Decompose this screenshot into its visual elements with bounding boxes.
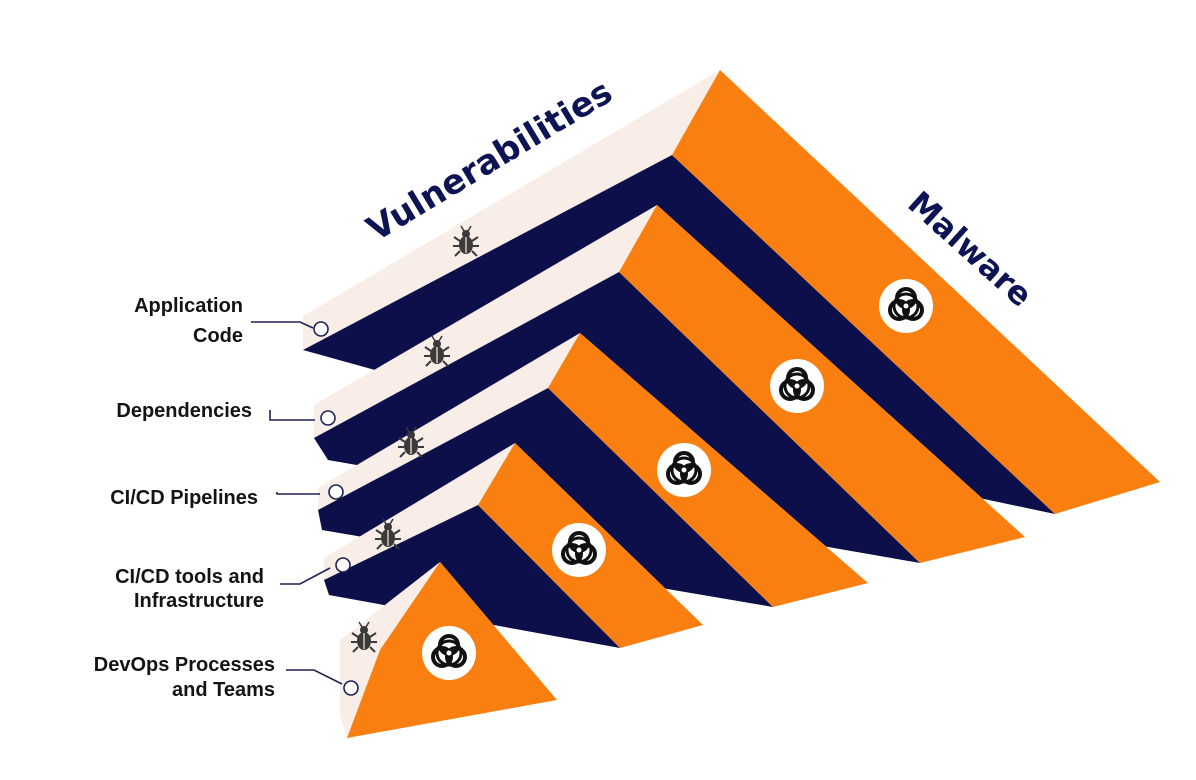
layer-label-3: CI/CD Pipelines bbox=[110, 484, 344, 509]
pyramid-layers bbox=[303, 70, 1160, 738]
biohazard-icon bbox=[877, 277, 935, 335]
layer-label-text: Infrastructure bbox=[134, 590, 264, 612]
layer-label-text: Dependencies bbox=[116, 400, 252, 422]
leader-line bbox=[251, 321, 314, 329]
layer-label-text: Application bbox=[134, 295, 243, 317]
leader-line bbox=[276, 492, 320, 495]
leader-dot bbox=[313, 321, 329, 337]
biohazard-icon bbox=[655, 441, 713, 499]
leader-line bbox=[280, 567, 331, 585]
leader-dot bbox=[320, 410, 336, 426]
biohazard-icon bbox=[420, 624, 478, 682]
biohazard-icon bbox=[768, 357, 826, 415]
layer-5 bbox=[340, 562, 557, 738]
layer-label-text: and Teams bbox=[172, 679, 275, 701]
leader-dot bbox=[335, 557, 351, 573]
leader-line bbox=[269, 410, 315, 421]
layer-label-2: Dependencies bbox=[116, 400, 336, 426]
leader-dot bbox=[328, 484, 344, 500]
layer-label-5: DevOps Processes and Teams bbox=[94, 654, 359, 701]
layer-label-text: DevOps Processes bbox=[94, 654, 275, 676]
layer-label-text: Code bbox=[193, 325, 243, 347]
layer-label-text: CI/CD Pipelines bbox=[110, 487, 258, 509]
biohazard-icon bbox=[550, 521, 608, 579]
layer-label-text: CI/CD tools and bbox=[115, 566, 264, 588]
dark-band bbox=[324, 505, 620, 648]
leader-dot bbox=[343, 680, 359, 696]
leader-line bbox=[286, 669, 343, 685]
